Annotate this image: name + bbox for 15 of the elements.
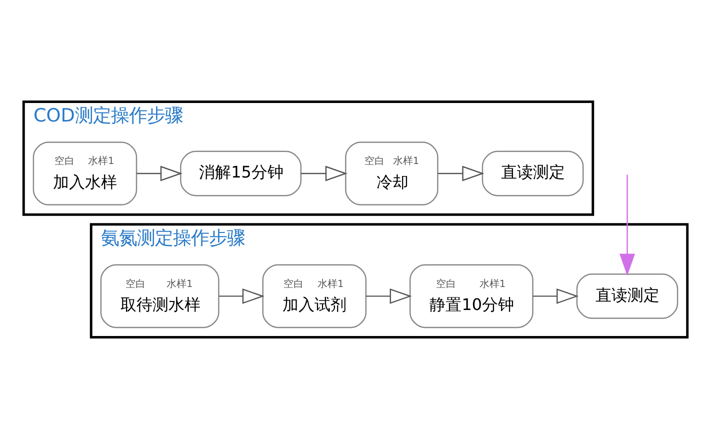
node-box: 直读测定 — [482, 150, 584, 196]
arrow — [219, 288, 264, 304]
node-box: 空白 水样1 加入试剂 — [262, 264, 367, 328]
arrow — [136, 166, 182, 182]
node-box: 消解15分钟 — [180, 150, 302, 196]
arrow — [438, 166, 484, 182]
node-box: 空白 水样1 冷却 — [345, 142, 438, 206]
arrow — [366, 288, 412, 304]
node-box: 空白 水样1 静置10分钟 — [409, 264, 534, 328]
node-box: 直读测定 — [576, 273, 678, 319]
node-box: 空白 水样1 加入水样 — [32, 142, 138, 206]
node-box: 空白 水样1 取待测水样 — [100, 264, 220, 328]
arrow — [300, 166, 348, 182]
arrow — [532, 288, 579, 304]
arrow — [620, 174, 635, 276]
